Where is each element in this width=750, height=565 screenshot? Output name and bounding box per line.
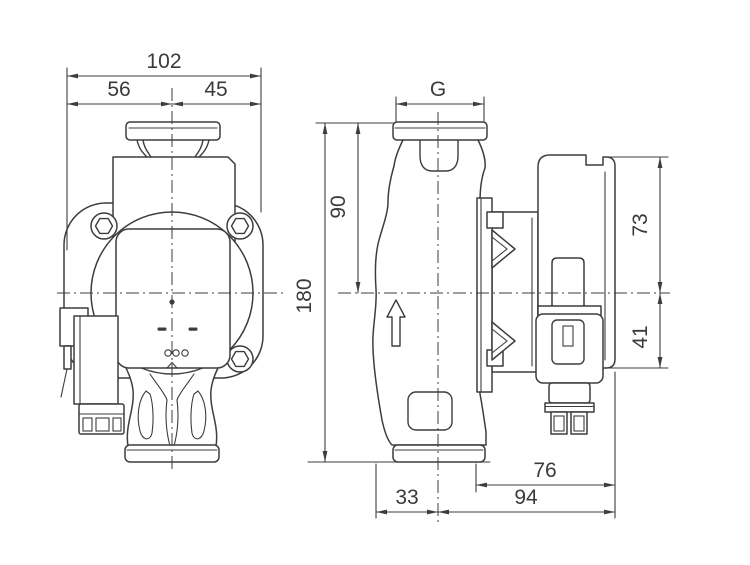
- clip-bottom: [486, 321, 516, 367]
- side-view: [372, 121, 616, 463]
- bolt-boss-bottom-right: [226, 345, 254, 373]
- dim-overall-height: 180: [293, 278, 316, 313]
- dim-connection-thread: G: [430, 78, 446, 101]
- cable-plug: [78, 403, 125, 435]
- dim-port-to-axis-height: 90: [327, 195, 350, 218]
- front-view: [59, 121, 264, 463]
- terminal-pin: [63, 345, 72, 370]
- pump-foot-side: [392, 444, 486, 463]
- thread-bore: [419, 140, 459, 172]
- clip-top: [486, 211, 516, 269]
- terminal-cap: [551, 257, 585, 307]
- hmi-dash-left: [157, 327, 167, 331]
- bolt-boss-top-left: [90, 212, 118, 240]
- control-module: [535, 313, 604, 384]
- union-nut-front: [125, 121, 221, 141]
- hmi-led-2: [172, 349, 180, 357]
- dim-overall-width: 102: [146, 50, 181, 73]
- cable-connector-assembly: [59, 307, 125, 435]
- nameplate: [407, 391, 453, 431]
- terminal-box: [73, 315, 119, 405]
- hmi-panel: [115, 228, 231, 369]
- flow-direction-arrow: [386, 299, 406, 347]
- dim-axis-to-cable-side: 56: [107, 78, 130, 101]
- center-lines: [57, 88, 670, 522]
- dim-axis-to-housing-rear: 94: [514, 486, 538, 509]
- hmi-bottom-notch: [166, 361, 178, 369]
- hmi-dash-right: [188, 327, 198, 331]
- volute-side: [372, 139, 487, 446]
- power-plug: [544, 382, 595, 435]
- dimension-lines: [66, 67, 669, 519]
- hmi-led-3: [181, 349, 189, 357]
- dim-axis-to-volute-front: 33: [395, 486, 418, 509]
- dim-module-depth: 76: [533, 459, 556, 482]
- bolt-boss-top-right: [226, 212, 254, 240]
- dim-axis-to-housing-top: 73: [629, 213, 652, 236]
- union-nut-side: [392, 121, 488, 141]
- dim-axis-to-right-side: 45: [204, 78, 227, 101]
- dimension-labels: 102 56 45 G 90 180 73 41 76 33 94: [107, 50, 652, 509]
- hmi-led-1: [164, 349, 172, 357]
- dim-axis-to-module-bottom: 41: [629, 325, 652, 348]
